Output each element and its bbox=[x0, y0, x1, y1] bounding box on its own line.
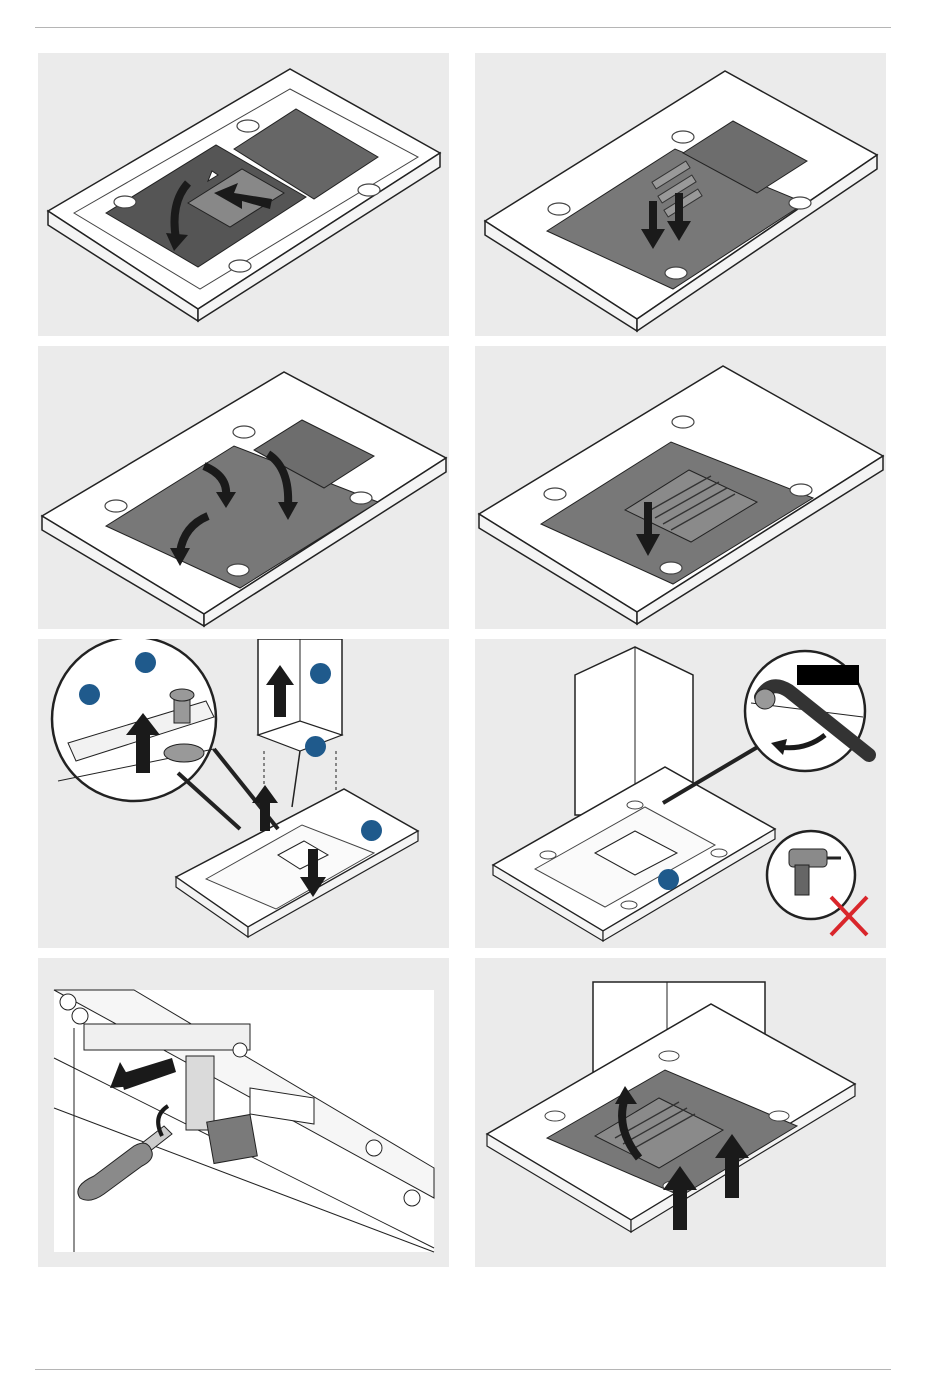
hood-illustration-8 bbox=[475, 958, 886, 1267]
step-marker-6 bbox=[658, 869, 679, 890]
step-panel-1 bbox=[38, 53, 449, 336]
step-marker-3 bbox=[310, 663, 331, 684]
step-panel-6 bbox=[475, 639, 886, 948]
hood-tightening-illustration-6 bbox=[475, 639, 886, 948]
step-panel-4 bbox=[475, 346, 886, 629]
hood-illustration-3 bbox=[38, 346, 449, 629]
step-panel-3 bbox=[38, 346, 449, 629]
step-marker-4 bbox=[305, 736, 326, 757]
label-box bbox=[797, 665, 859, 685]
step-panel-2 bbox=[475, 53, 886, 336]
hood-illustration-1 bbox=[38, 53, 449, 336]
step-panel-5 bbox=[38, 639, 449, 948]
hood-illustration-2 bbox=[475, 53, 886, 336]
step-marker-5 bbox=[361, 820, 382, 841]
connector-illustration-7 bbox=[38, 958, 449, 1267]
hood-illustration-4 bbox=[475, 346, 886, 629]
bottom-rule bbox=[35, 1369, 891, 1370]
step-panel-7 bbox=[38, 958, 449, 1267]
top-rule bbox=[35, 27, 891, 28]
step-panel-8 bbox=[475, 958, 886, 1267]
step-marker-1 bbox=[135, 652, 156, 673]
step-marker-2 bbox=[79, 684, 100, 705]
hood-mounting-illustration-5 bbox=[38, 639, 449, 948]
